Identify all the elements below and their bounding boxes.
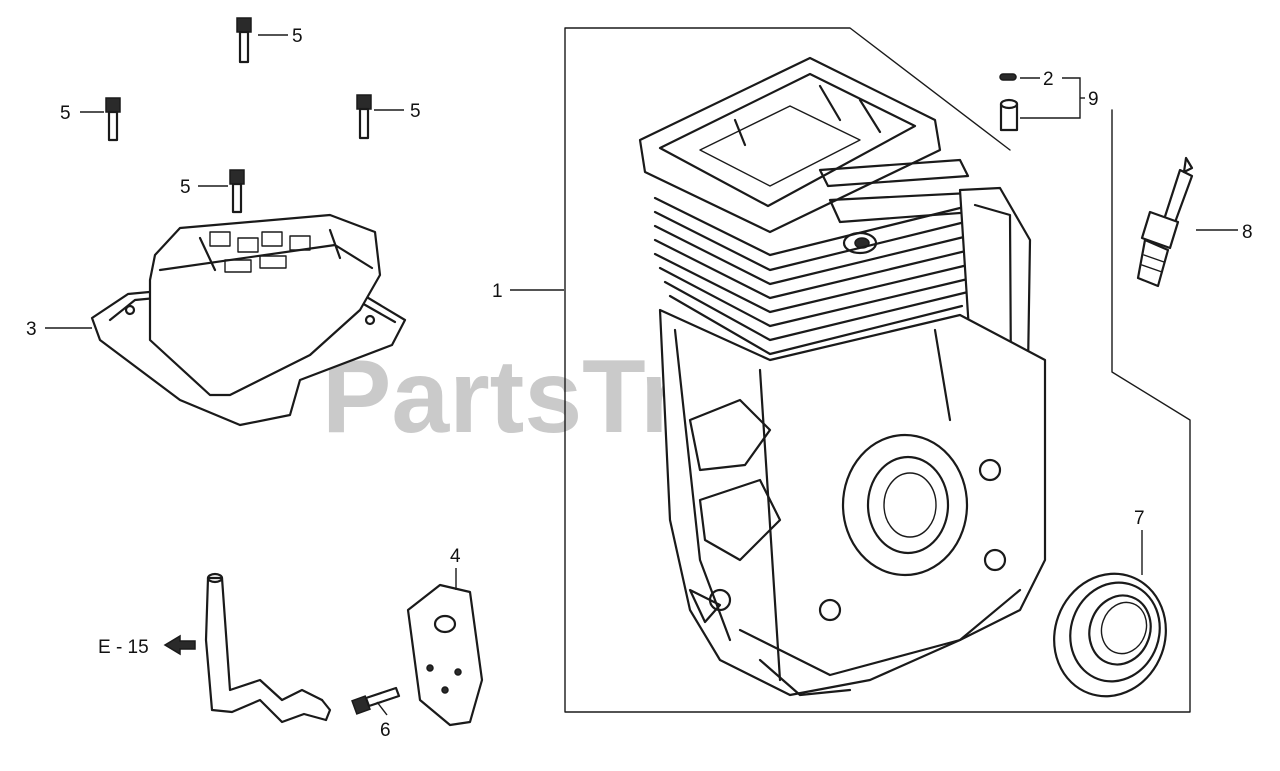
callout-4: 4 — [450, 546, 461, 567]
breather-tube — [204, 572, 332, 724]
head-cover — [90, 213, 407, 427]
bolt-5-right — [356, 94, 372, 140]
bolt-6 — [351, 686, 401, 715]
callout-9: 9 — [1088, 89, 1099, 110]
callout-8: 8 — [1242, 222, 1253, 243]
callout-7: 7 — [1134, 508, 1145, 529]
reference-arrow — [163, 634, 196, 656]
callout-5-top: 5 — [292, 26, 303, 47]
pin-2 — [999, 73, 1017, 81]
engine-block — [638, 56, 1047, 697]
callout-reference: E - 15 — [98, 637, 149, 658]
callout-5-mid: 5 — [180, 177, 191, 198]
bolt-5-left — [105, 97, 121, 142]
cover-lettering — [209, 231, 311, 273]
callout-1: 1 — [492, 281, 503, 302]
callout-6: 6 — [380, 720, 391, 741]
oil-seal — [1053, 572, 1167, 698]
callout-2: 2 — [1043, 69, 1054, 90]
callout-3: 3 — [26, 319, 37, 340]
gasket — [406, 583, 484, 727]
leader-lines — [45, 34, 1238, 716]
dowel-9 — [999, 98, 1019, 132]
bolt-5-mid — [229, 169, 245, 214]
callout-5-left: 5 — [60, 103, 71, 124]
assembly-boundary — [564, 27, 1191, 713]
bolt-5-top — [236, 17, 252, 64]
spark-plug — [1136, 156, 1194, 288]
callout-5-right: 5 — [410, 101, 421, 122]
